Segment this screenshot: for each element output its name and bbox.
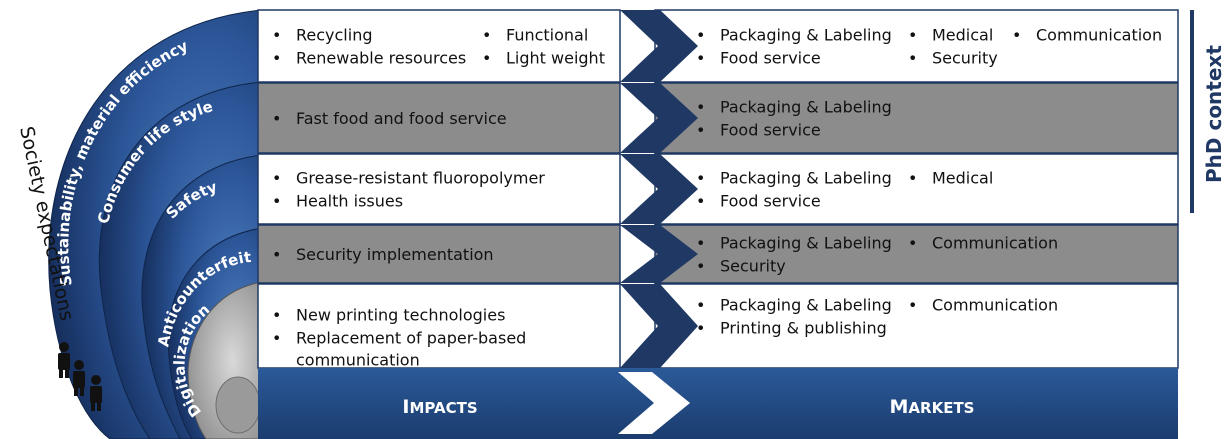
impacts-cell [257, 82, 621, 154]
bullet-icon: • [272, 245, 281, 264]
impact-item: Security implementation [296, 245, 494, 264]
chevron-arrow-icon [620, 284, 698, 368]
digitalization-ring [215, 376, 261, 434]
market-item: Medical [932, 169, 993, 188]
bottom-chevron [618, 372, 690, 434]
markets-heading: MARKETS [890, 396, 975, 418]
bullet-icon: • [696, 98, 705, 117]
market-item: Packaging & Labeling [720, 296, 892, 315]
chevron-arrow-icon [620, 154, 698, 224]
bullet-icon: • [696, 257, 705, 276]
markets-cell [654, 9, 1179, 83]
chevron-arrow-icon [620, 83, 698, 153]
phd-context-bar [1190, 10, 1194, 213]
table-row: • Fast food and food service • Packaging & … [257, 82, 1179, 154]
market-item: Food service [720, 192, 821, 211]
markets-cell [654, 224, 1179, 284]
bottom-bar-background [258, 368, 1178, 439]
impacts-cell [257, 224, 621, 284]
market-item: Printing & publishing [720, 319, 887, 338]
bullet-icon: • [696, 121, 705, 140]
impact-item: Renewable resources [296, 49, 466, 68]
bullet-icon: • [696, 319, 705, 338]
bullet-icon: • [696, 49, 705, 68]
market-item: Security [932, 49, 998, 68]
market-item: Communication [932, 234, 1058, 253]
bullet-icon: • [482, 49, 491, 68]
bullet-icon: • [1012, 26, 1021, 45]
bullet-icon: • [908, 234, 917, 253]
table-row: • Grease-resistant fluoropolymer • Health i… [257, 153, 1179, 225]
bottom-bar: IMPACTS MARKETS [258, 368, 1178, 439]
market-item: Packaging & Labeling [720, 26, 892, 45]
markets-cell [654, 153, 1179, 225]
impact-item: New printing technologies [296, 306, 505, 325]
bullet-icon: • [696, 234, 705, 253]
chevron-arrow-icon [620, 10, 698, 82]
impact-item: Grease-resistant fluoropolymer [296, 169, 545, 188]
table-row: • Recycling • Functional • Renewable resource… [257, 9, 1179, 83]
bullet-icon: • [908, 49, 917, 68]
bullet-icon: • [272, 109, 281, 128]
bullet-icon: • [696, 26, 705, 45]
bullet-icon: • [908, 169, 917, 188]
market-item: Communication [932, 296, 1058, 315]
bullet-icon: • [272, 169, 281, 188]
impact-item: Replacement of paper-based [296, 329, 526, 348]
market-item: Security [720, 257, 786, 276]
phd-context-label: PhD context [1202, 45, 1226, 183]
bullet-icon: • [696, 296, 705, 315]
market-item: Packaging & Labeling [720, 234, 892, 253]
impact-item: Light weight [506, 49, 605, 68]
bullet-icon: • [272, 306, 281, 325]
impact-item: Functional [506, 26, 588, 45]
bullet-icon: • [272, 192, 281, 211]
impacts-heading: IMPACTS [402, 396, 477, 418]
bullet-icon: • [908, 26, 917, 45]
market-item: Packaging & Labeling [720, 98, 892, 117]
bullet-icon: • [482, 26, 491, 45]
market-item: Food service [720, 121, 821, 140]
bullet-icon: • [272, 49, 281, 68]
chevron-arrow-icon [620, 225, 698, 283]
market-item: Communication [1036, 26, 1162, 45]
expectations-fan [48, 9, 263, 439]
table-row: • Security implementation • Packaging & Lab… [257, 224, 1179, 284]
impacts-cell [257, 9, 621, 83]
bullet-icon: • [272, 329, 281, 348]
bullet-icon: • [272, 26, 281, 45]
market-item: Food service [720, 49, 821, 68]
impact-item-continued: communication [296, 351, 420, 370]
bullet-icon: • [908, 296, 917, 315]
impacts-cell [257, 153, 621, 225]
people-icon [58, 342, 102, 411]
rows-table: • Recycling • Functional • Renewable resource… [257, 9, 1179, 370]
bullet-icon: • [696, 192, 705, 211]
market-item: Medical [932, 26, 993, 45]
markets-cell [654, 82, 1179, 154]
impact-item: Health issues [296, 192, 403, 211]
market-item: Packaging & Labeling [720, 169, 892, 188]
impact-item: Fast food and food service [296, 109, 507, 128]
table-row: • New printing technologies • Replacement o… [257, 283, 1179, 370]
impact-item: Recycling [296, 26, 373, 45]
bullet-icon: • [696, 169, 705, 188]
